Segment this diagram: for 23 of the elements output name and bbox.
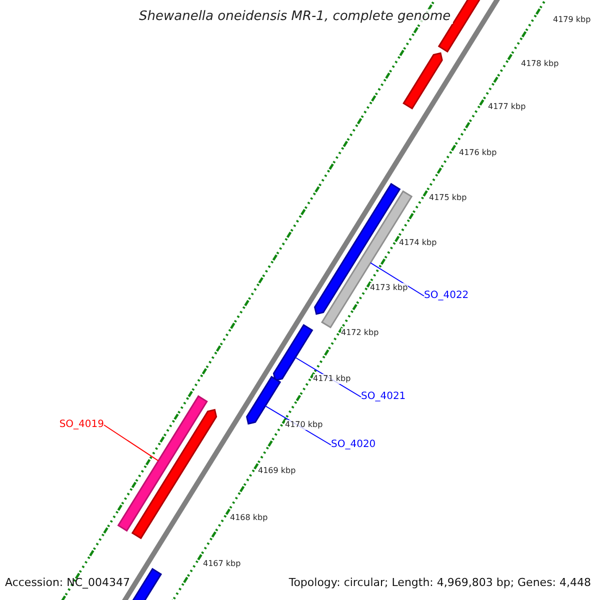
tick-label: 4175 kbp	[429, 193, 467, 203]
tick-label: 4177 kbp	[488, 102, 526, 112]
gene-feature	[131, 408, 218, 540]
tick-label: 4174 kbp	[399, 238, 437, 248]
gene-label: SO_4022	[424, 290, 469, 302]
gene-feature	[117, 395, 208, 532]
gene-label: SO_4019	[59, 419, 104, 431]
gene-feature	[272, 324, 314, 382]
tick-label: 4173 kbp	[370, 283, 408, 293]
gene-label: SO_4020	[331, 439, 376, 451]
tick-label: 4167 kbp	[203, 559, 241, 569]
leader-line	[104, 424, 159, 462]
footer-text: Topology: circular; Length: 4,969,803 bp; Genes: 4,448	[288, 576, 591, 589]
gene-feature	[246, 376, 282, 425]
tick-label: 4168 kbp	[230, 513, 268, 523]
gene-feature	[402, 52, 443, 110]
leader-line	[370, 262, 424, 296]
gene-label: SO_4021	[361, 391, 406, 403]
tick-label: 4169 kbp	[258, 466, 296, 476]
title: Shewanella oneidensis MR-1, complete genome	[137, 9, 453, 24]
tick-label: 4179 kbp	[553, 15, 591, 25]
tick-label: 4176 kbp	[459, 148, 497, 158]
footer-text: Accession: NC_004347	[5, 576, 130, 589]
